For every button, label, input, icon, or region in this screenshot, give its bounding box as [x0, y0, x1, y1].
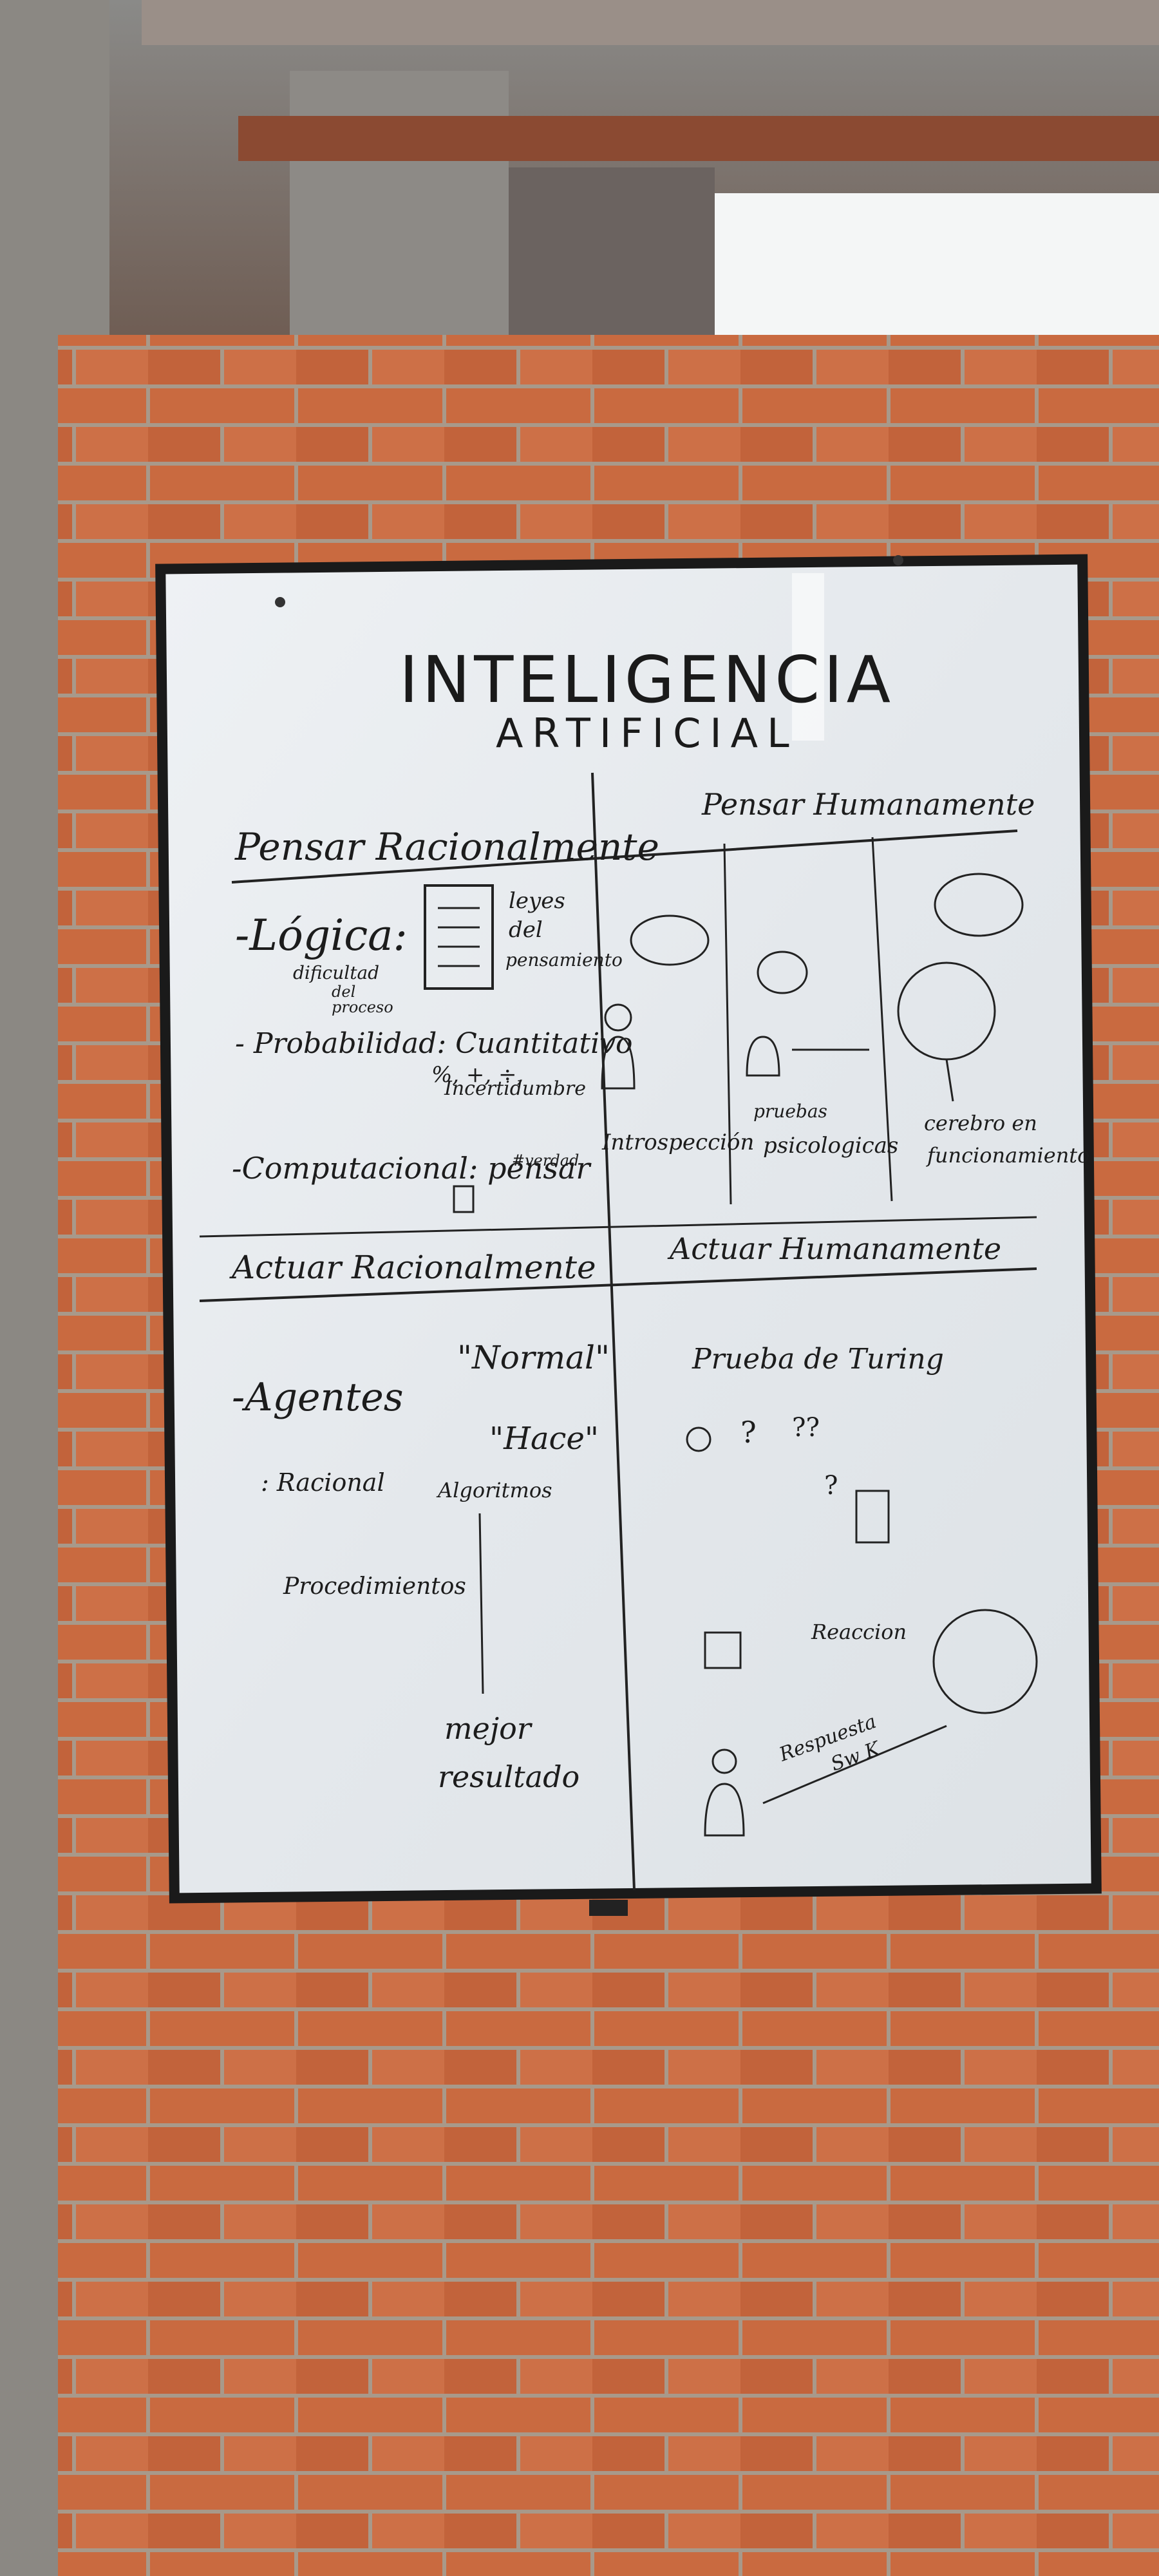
interrogator-head-icon [686, 1426, 711, 1452]
computer-terminal-icon [855, 1490, 890, 1544]
person-head-icon [604, 1003, 632, 1032]
q1-computacional: -Computacional: pensar [232, 1151, 592, 1186]
q2-heading: Pensar Humanamente [701, 787, 1035, 822]
q2-col1: Introspección [601, 1130, 754, 1155]
board-glare [792, 573, 824, 741]
q3-racional: : Racional [261, 1468, 385, 1497]
person-body-icon [601, 1036, 636, 1090]
shutter [509, 167, 715, 348]
middle-divider [199, 1267, 1037, 1302]
speech-bubble-icon [757, 951, 808, 994]
paper-doc-icon [424, 884, 494, 990]
ceiling-beam [142, 0, 1159, 45]
q3-heading-underline [199, 1216, 1037, 1238]
q1-incertidumbre: Incertidumbre [444, 1077, 586, 1100]
thought-cloud-icon [630, 914, 710, 966]
q3-mejor: mejor [444, 1711, 533, 1746]
q4-q-mark-3: ? [824, 1471, 838, 1501]
q1-dificultad-1: dificultad [293, 962, 379, 983]
computer-icon [453, 1185, 475, 1213]
q1-heading-underline [231, 829, 1018, 884]
q2-col3-line2: funcionamiento [926, 1143, 1089, 1168]
q4-q-mark-1: ? [740, 1415, 757, 1450]
q3-heading: Actuar Racionalmente [229, 1249, 596, 1286]
arrow-to-mejor [478, 1513, 484, 1694]
q3-normal: "Normal" [457, 1339, 610, 1376]
q4-q-mark-2: ?? [792, 1413, 820, 1443]
q1-dificultad-3: proceso [332, 998, 393, 1016]
q1-leyes-1: leyes [509, 888, 565, 914]
board-title-line1: INTELIGENCIA [399, 642, 894, 717]
upper-wood-beam [238, 116, 1159, 161]
patient-icon [746, 1036, 780, 1077]
bottom-clip [589, 1900, 628, 1916]
q1-prob-ops: %, +, ÷, [431, 1062, 523, 1088]
brain-stem-icon [945, 1059, 954, 1102]
brain-signal-cloud-icon [934, 873, 1024, 937]
q1-dificultad-2: del [332, 983, 355, 1001]
response-arrow [762, 1725, 947, 1804]
q1-logica: -Lógica: [235, 911, 408, 960]
q1-leyes-2: del [509, 917, 543, 943]
globe-icon [932, 1609, 1038, 1714]
board-title-line2: ARTIFICIAL [496, 710, 798, 757]
q4-reaccion: Reaccion [811, 1620, 907, 1644]
q4-turing: Prueba de Turing [692, 1343, 944, 1376]
concrete-column [290, 71, 509, 361]
q2-col2-top: pruebas [753, 1101, 827, 1122]
q1-comp-note: #verdad [512, 1151, 579, 1170]
q3-resultado: resultado [438, 1759, 580, 1794]
vertical-divider [591, 772, 636, 1891]
whiteboard: INTELIGENCIA ARTIFICIAL Pensar Racionalm… [155, 554, 1102, 1904]
board-surface [165, 564, 1091, 1893]
q2-col2: psicologicas [763, 1133, 898, 1159]
window-light [715, 193, 1159, 335]
q1-heading: Pensar Racionalmente [234, 825, 659, 869]
q3-algoritmos: Algoritmos [436, 1478, 552, 1502]
q2-col3-line1: cerebro en [924, 1111, 1037, 1135]
hook-right-icon [893, 555, 903, 565]
hook-left-icon [275, 597, 285, 607]
robot-box-icon [704, 1631, 742, 1669]
q2-col-divider-2 [871, 837, 893, 1202]
q3-procedimientos: Procedimientos [283, 1573, 466, 1600]
q3-hace: "Hace" [489, 1421, 599, 1457]
human-body-icon [704, 1783, 745, 1837]
q1-leyes-3: pensamiento [505, 949, 623, 971]
human-head-icon [711, 1748, 737, 1774]
q2-col-divider-1 [723, 843, 732, 1205]
q4-heading: Actuar Humanamente [667, 1231, 1001, 1266]
q1-probabilidad: - Probabilidad: Cuantitativo [235, 1027, 632, 1060]
q3-agentes: -Agentes [232, 1375, 404, 1420]
